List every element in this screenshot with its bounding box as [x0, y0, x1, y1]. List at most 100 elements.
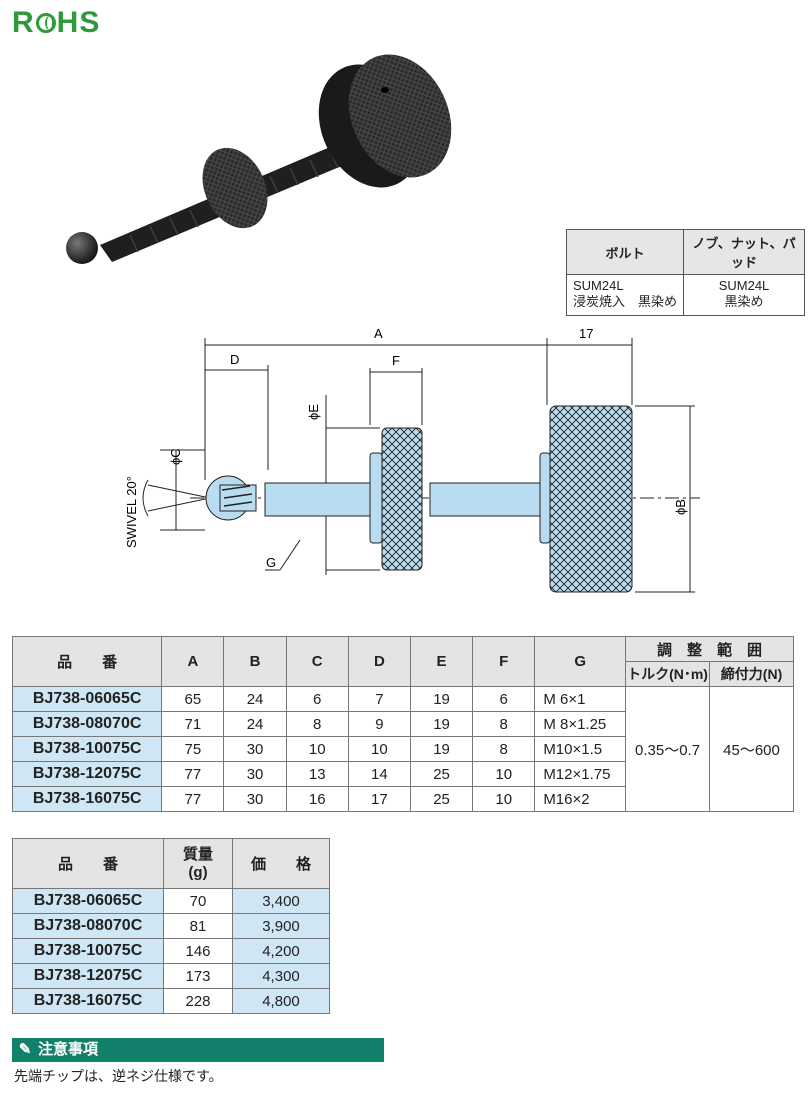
material-bolt-finish: 浸炭焼入 黒染め: [573, 294, 678, 309]
cell-a: 71: [161, 711, 225, 737]
globe-icon: [35, 13, 56, 33]
technical-drawing: A 17 D F ϕE ϕC ϕB G SWIVEL 20°: [124, 326, 700, 593]
dimension-e: ϕE: [306, 404, 321, 420]
dimension-f: F: [392, 353, 400, 368]
part-number: BJ738-16075C: [11, 786, 163, 812]
price-table: 品 番 質量 (g) 価 格 BJ738-06065C 70 3,400 BJ7…: [12, 838, 330, 1014]
cell-f: 10: [472, 761, 536, 787]
spec-header-torque: トルク(N･m): [625, 661, 711, 687]
table-row: BJ738-10075C 146 4,200: [12, 938, 330, 964]
table-row: BJ738-06065C 70 3,400: [12, 888, 330, 914]
spec-header-f: F: [472, 636, 536, 687]
cell-d: 7: [347, 686, 411, 712]
cell-f: 10: [472, 786, 536, 812]
part-number: BJ738-12075C: [11, 761, 163, 787]
price: 4,800: [232, 988, 330, 1014]
dimension-b: ϕB: [673, 499, 688, 515]
material-bolt: SUM24L 浸炭焼入 黒染め: [566, 274, 684, 316]
spec-header-a: A: [161, 636, 225, 687]
dimension-a: A: [374, 326, 383, 341]
cell-g: M12×1.75: [534, 761, 627, 787]
spec-header-part-number: 品 番: [11, 636, 163, 687]
material-knob-finish: 黒染め: [724, 294, 764, 309]
mass: 81: [163, 913, 233, 939]
spec-header-b: B: [223, 636, 287, 687]
swivel-angle-label: SWIVEL 20°: [124, 476, 139, 548]
cell-g: M 6×1: [534, 686, 627, 712]
cell-c: 8: [285, 711, 349, 737]
price-header-part-number: 品 番: [12, 838, 164, 889]
mass: 173: [163, 963, 233, 989]
part-number: BJ738-08070C: [11, 711, 163, 737]
mass: 70: [163, 888, 233, 914]
cell-g: M10×1.5: [534, 736, 627, 762]
cell-b: 30: [223, 736, 287, 762]
cell-a: 65: [161, 686, 225, 712]
cell-d: 10: [347, 736, 411, 762]
table-row: BJ738-08070C 71 24 8 9 19 8 M 8×1.25: [11, 711, 794, 737]
cell-e: 19: [409, 711, 474, 737]
dimension-17: 17: [579, 326, 593, 341]
cell-a: 75: [161, 736, 225, 762]
table-row: BJ738-06065C 65 24 6 7 19 6 M 6×1 0.35～0…: [11, 686, 794, 812]
cell-d: 17: [347, 786, 411, 812]
caution-text: 先端チップは、逆ネジ仕様です。: [14, 1068, 223, 1084]
spec-header-c: C: [285, 636, 349, 687]
price-header-mass: 質量 (g): [163, 838, 233, 889]
cell-c: 16: [285, 786, 349, 812]
wrench-icon: ✎: [18, 1041, 32, 1058]
price: 4,300: [232, 963, 330, 989]
spec-header-adjust-range: 調 整 範 囲: [625, 636, 794, 662]
price-header-mass-label: 質量: [182, 845, 213, 863]
spec-header-clamp: 締付力(N): [709, 661, 794, 687]
cell-b: 24: [223, 686, 287, 712]
mass: 228: [163, 988, 233, 1014]
cell-e: 25: [409, 761, 474, 787]
spec-table: 品 番 A B C D E F G 調 整 範 囲 トルク(N･m) 締付力(N…: [11, 636, 794, 812]
spec-header-g: G: [534, 636, 627, 687]
cell-b: 30: [223, 786, 287, 812]
table-row: BJ738-10075C 75 30 10 10 19 8 M10×1.5: [11, 736, 794, 762]
torque-value: 0.35～0.7: [625, 686, 711, 812]
material-bolt-steel: SUM24L: [573, 278, 624, 293]
part-number: BJ738-08070C: [12, 913, 164, 939]
table-row: BJ738-12075C 173 4,300: [12, 963, 330, 989]
cell-e: 25: [409, 786, 474, 812]
cell-f: 8: [472, 736, 536, 762]
dimension-c: ϕC: [168, 448, 183, 465]
cell-c: 6: [285, 686, 349, 712]
product-photo: [66, 54, 452, 264]
material-knob: SUM24L 黒染め: [683, 274, 805, 316]
cell-a: 77: [161, 761, 225, 787]
price-header-price: 価 格: [232, 838, 330, 889]
price-header-mass-unit: (g): [188, 863, 208, 881]
cell-a: 77: [161, 786, 225, 812]
table-row: BJ738-16075C 228 4,800: [12, 988, 330, 1014]
price: 3,900: [232, 913, 330, 939]
spec-header-e: E: [409, 636, 474, 687]
part-number: BJ738-16075C: [12, 988, 164, 1014]
part-number: BJ738-12075C: [12, 963, 164, 989]
table-row: BJ738-16075C 77 30 16 17 25 10 M16×2: [11, 786, 794, 812]
material-header-bolt: ボルト: [566, 229, 684, 275]
price: 3,400: [232, 888, 330, 914]
cell-g: M 8×1.25: [534, 711, 627, 737]
part-number: BJ738-10075C: [11, 736, 163, 762]
material-header-knob: ノブ、ナット、パッド: [683, 229, 805, 275]
price: 4,200: [232, 938, 330, 964]
cell-c: 13: [285, 761, 349, 787]
cell-d: 14: [347, 761, 411, 787]
caution-header: ✎ 注意事項: [12, 1038, 384, 1062]
rohs-logo-hs: HS: [56, 6, 101, 39]
part-number: BJ738-06065C: [12, 888, 164, 914]
dimension-d: D: [230, 352, 239, 367]
material-knob-steel: SUM24L: [718, 278, 770, 293]
part-number: BJ738-06065C: [11, 686, 163, 712]
material-table: ボルト ノブ、ナット、パッド SUM24L 浸炭焼入 黒染め SUM24L 黒染…: [566, 229, 805, 316]
dimension-g: G: [266, 555, 276, 570]
cell-b: 24: [223, 711, 287, 737]
cell-f: 6: [472, 686, 536, 712]
caution-title: 注意事項: [38, 1041, 99, 1058]
spec-header-d: D: [347, 636, 411, 687]
